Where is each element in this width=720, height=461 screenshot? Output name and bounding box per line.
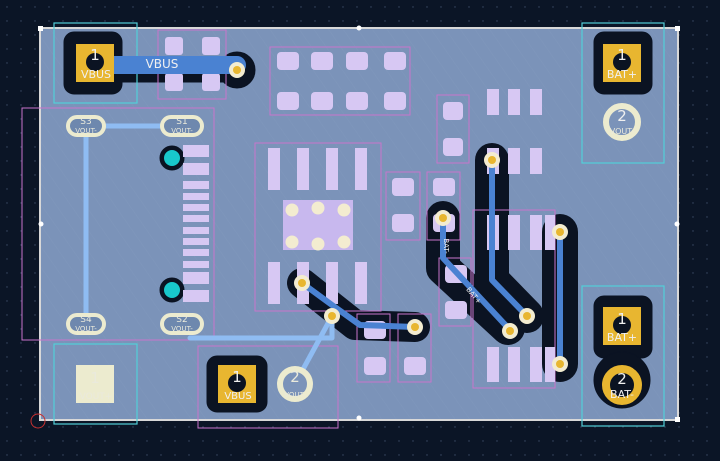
svg-text:2: 2 bbox=[617, 107, 627, 125]
usb-s1-net: VOUT- bbox=[171, 127, 193, 135]
svg-text:1: 1 bbox=[90, 46, 100, 64]
svg-text:VOUT-: VOUT- bbox=[284, 391, 306, 399]
svg-text:2: 2 bbox=[617, 370, 627, 388]
traces[interactable] bbox=[77, 56, 563, 387]
usb-s3-net: VOUT- bbox=[75, 127, 97, 135]
svg-text:1: 1 bbox=[617, 310, 627, 328]
svg-text:BAT+: BAT+ bbox=[607, 68, 637, 81]
connector-vbus-bottom[interactable]: 1 VBUS 2 VOUT- bbox=[218, 365, 313, 403]
usb-mount-hole bbox=[164, 150, 180, 166]
connector-battery-top[interactable]: 1 BAT+ 2 VOUT- bbox=[603, 44, 641, 141]
trace-label-vbus: VBUS bbox=[146, 57, 179, 71]
svg-text:1: 1 bbox=[90, 369, 100, 387]
usb-s2-net: VOUT- bbox=[171, 325, 193, 333]
usb-s2-label: S2 bbox=[176, 315, 187, 325]
svg-text:VOUT-: VOUT- bbox=[610, 127, 635, 136]
usb-s1-label: S1 bbox=[176, 117, 187, 127]
svg-text:BAT+: BAT+ bbox=[607, 331, 637, 344]
usb-s4-label: S4 bbox=[80, 315, 92, 325]
usb-s4-net: VOUT- bbox=[75, 325, 97, 333]
svg-text:1: 1 bbox=[232, 368, 242, 386]
origin-marker-icon bbox=[30, 413, 46, 429]
svg-text:VBUS: VBUS bbox=[224, 391, 251, 402]
usb-s3-label: S3 bbox=[80, 117, 91, 127]
svg-text:BAT-: BAT- bbox=[610, 388, 634, 401]
vias[interactable] bbox=[229, 62, 568, 372]
svg-text:VOUT+: VOUT+ bbox=[80, 392, 113, 402]
svg-text:2: 2 bbox=[290, 368, 300, 386]
connector-battery-bottom[interactable]: 1 BAT+ 2 BAT- bbox=[602, 307, 642, 405]
svg-text:1: 1 bbox=[617, 46, 627, 64]
svg-text:VBUS: VBUS bbox=[81, 68, 111, 81]
usb-mount-hole bbox=[164, 282, 180, 298]
outline-handles[interactable] bbox=[38, 25, 680, 423]
trace-label-bat-minus: BAT- bbox=[442, 238, 450, 254]
connector-vbus[interactable]: 1 VBUS bbox=[76, 44, 114, 82]
silkscreen bbox=[21, 29, 556, 429]
usb-shield-pads[interactable] bbox=[66, 115, 204, 335]
connector-vout-plus[interactable]: 1 VOUT+ bbox=[76, 365, 114, 403]
